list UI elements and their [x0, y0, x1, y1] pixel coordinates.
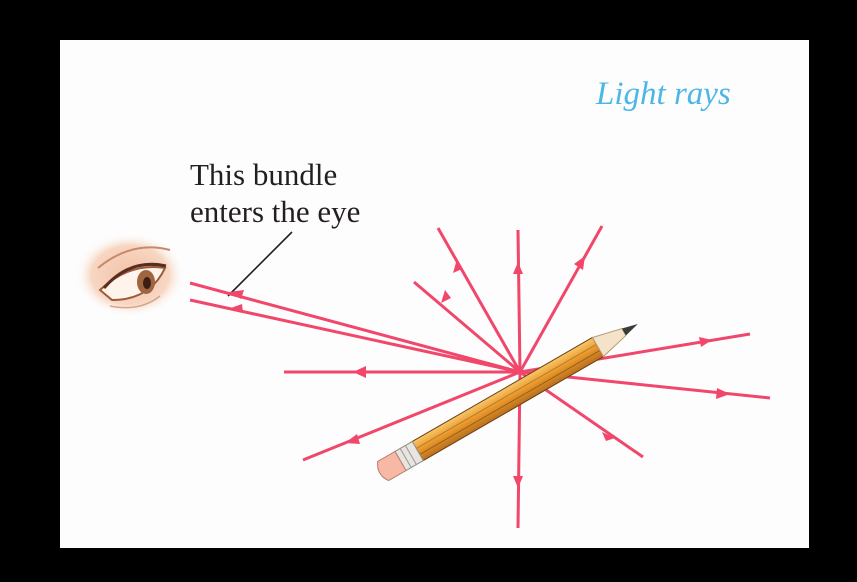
ray-up: [518, 230, 520, 372]
arrowhead: [716, 388, 730, 399]
arrowhead: [353, 366, 366, 378]
diagram-title: Light rays: [596, 76, 731, 113]
arrowhead: [345, 434, 360, 444]
callout-leader-line: [228, 232, 292, 296]
callout-line-1: This bundle: [190, 156, 360, 193]
pencil-icon: [374, 314, 643, 482]
eye-icon: [75, 233, 185, 317]
arrowhead: [513, 476, 523, 488]
arrowhead: [513, 262, 523, 274]
rays-group: [190, 226, 770, 528]
arrowhead: [441, 290, 451, 303]
eye-bundle-callout: This bundle enters the eye: [190, 156, 360, 230]
arrowhead: [228, 304, 243, 313]
callout-line-2: enters the eye: [190, 193, 360, 230]
ray-up-left: [438, 228, 520, 372]
